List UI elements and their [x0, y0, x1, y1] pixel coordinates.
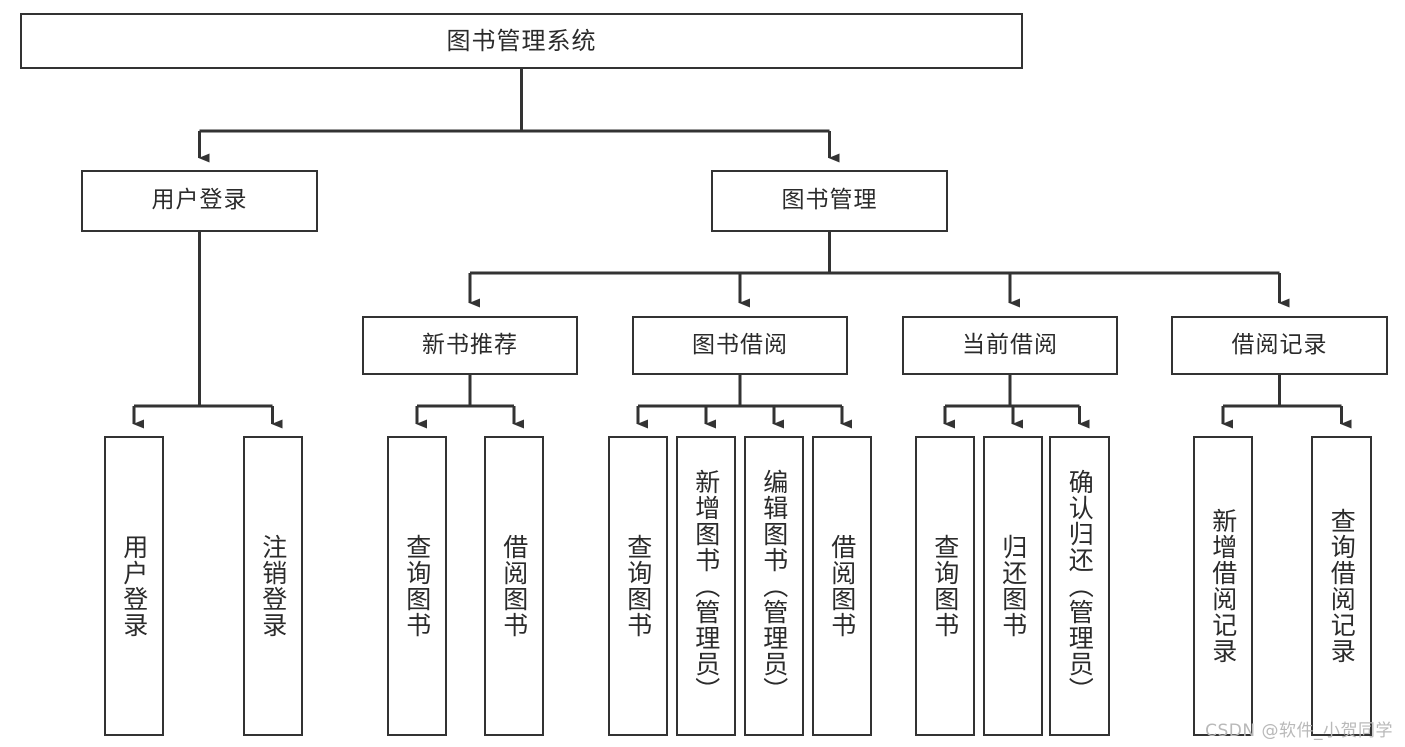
node-label: 用户登录 [119, 534, 149, 638]
edges-root-to-level2 [198, 68, 840, 163]
node-leaf-add-book-admin[interactable]: 新增图书（管理员） [676, 436, 736, 736]
node-leaf-borrow-book[interactable]: 借阅图书 [812, 436, 872, 736]
node-leaf-query-borrow-record[interactable]: 查询借阅记录 [1311, 436, 1372, 736]
node-label: 查询图书 [402, 534, 432, 638]
node-leaf-user-login[interactable]: 用户登录 [104, 436, 164, 736]
node-leaf-add-borrow-record[interactable]: 新增借阅记录 [1193, 436, 1253, 736]
node-label: 新增图书（管理员） [691, 469, 721, 703]
node-label: 图书管理 [781, 187, 878, 214]
node-label: 图书借阅 [692, 331, 788, 358]
node-leaf-query-book-newbook[interactable]: 查询图书 [387, 436, 447, 736]
node-leaf-query-book-borrow[interactable]: 查询图书 [608, 436, 668, 736]
node-borrow-record[interactable]: 借阅记录 [1171, 316, 1388, 375]
node-label: 图书管理系统 [446, 26, 597, 55]
edges-borrow-record-to-leaves [1221, 375, 1352, 429]
node-leaf-borrow-book-newbook[interactable]: 借阅图书 [484, 436, 544, 736]
node-book-borrow[interactable]: 图书借阅 [632, 316, 848, 375]
node-label: 确认归还（管理员） [1065, 469, 1095, 703]
node-label: 当前借阅 [962, 331, 1058, 358]
node-root-system[interactable]: 图书管理系统 [20, 13, 1023, 69]
node-leaf-edit-book-admin[interactable]: 编辑图书（管理员） [744, 436, 804, 736]
node-label: 借阅图书 [499, 534, 529, 638]
node-label: 新书推荐 [422, 331, 518, 358]
node-label: 查询图书 [930, 534, 960, 638]
node-new-book-recommend[interactable]: 新书推荐 [362, 316, 578, 375]
node-label: 注销登录 [258, 534, 288, 638]
node-label: 借阅记录 [1231, 331, 1328, 358]
node-leaf-confirm-return-admin[interactable]: 确认归还（管理员） [1049, 436, 1110, 736]
node-label: 用户登录 [151, 187, 248, 214]
node-user-login[interactable]: 用户登录 [81, 170, 318, 232]
node-label: 编辑图书（管理员） [759, 469, 789, 703]
edges-current-borrow-to-leaves [943, 375, 1090, 429]
node-label: 查询借阅记录 [1327, 508, 1357, 664]
node-leaf-return-book[interactable]: 归还图书 [983, 436, 1043, 736]
node-label: 归还图书 [998, 534, 1028, 638]
node-leaf-query-book-current[interactable]: 查询图书 [915, 436, 975, 736]
node-leaf-user-logout[interactable]: 注销登录 [243, 436, 303, 736]
node-label: 借阅图书 [827, 534, 857, 638]
node-label: 查询图书 [623, 534, 653, 638]
node-label: 新增借阅记录 [1208, 508, 1238, 664]
edges-book-borrow-to-leaves [636, 375, 852, 429]
node-book-manage[interactable]: 图书管理 [711, 170, 948, 232]
edges-book-manage-to-level3 [468, 232, 1290, 308]
edges-user-login-to-leaves [132, 232, 283, 429]
edges-new-book-rec-to-leaves [415, 375, 524, 429]
node-current-borrow[interactable]: 当前借阅 [902, 316, 1118, 375]
